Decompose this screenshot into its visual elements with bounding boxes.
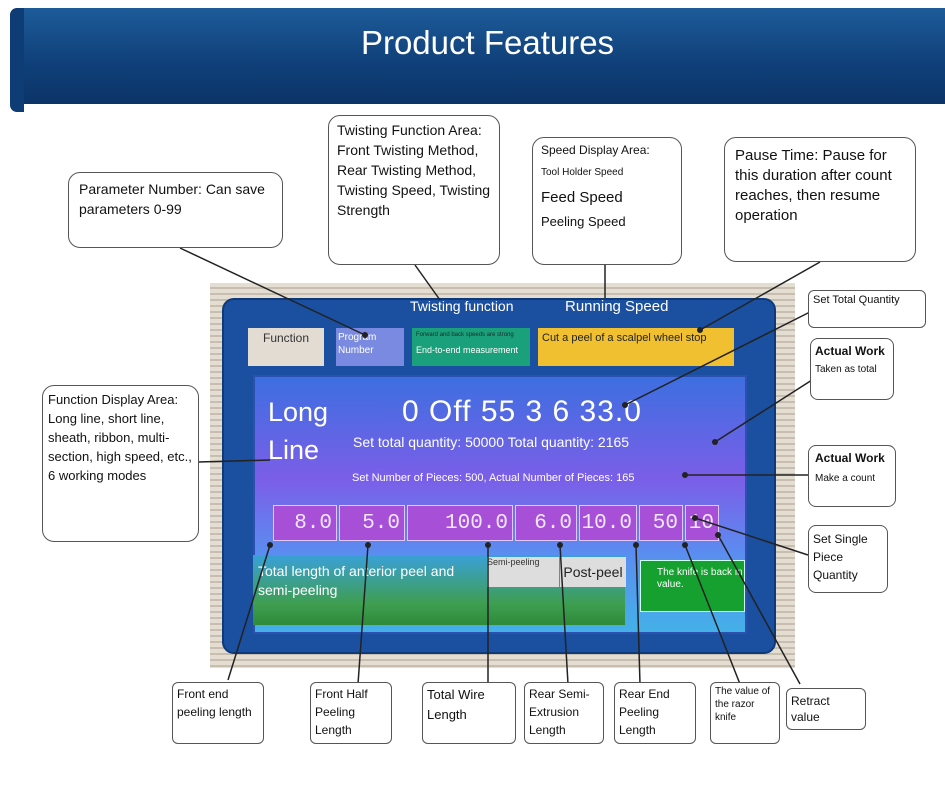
- status-readout: 0 Off 55 3 6 33.0: [402, 395, 642, 428]
- leader-twisting: [414, 264, 441, 301]
- callout-set-single-piece: Set Single Piece Quantity: [808, 525, 888, 593]
- speed-peeling: Peeling Speed: [541, 214, 626, 229]
- callout-parameter-number: Parameter Number: Can save parameters 0-…: [68, 172, 283, 248]
- leader-rear-end: [635, 544, 641, 685]
- function-button[interactable]: Function: [248, 328, 324, 366]
- value-front-half[interactable]: 5.0: [339, 505, 405, 541]
- bottom-caption: Total length of anterior peel and semi-p…: [258, 563, 455, 598]
- speed-feed: Feed Speed: [541, 189, 623, 206]
- leader-parameter: [179, 247, 366, 336]
- mode-line-2: Line: [268, 435, 320, 465]
- banner-tab: [10, 8, 24, 112]
- arrow-set-total: [622, 402, 628, 408]
- value-razor[interactable]: 50: [639, 505, 683, 541]
- mode-line-1: Long: [268, 397, 329, 427]
- post-peel-button[interactable]: Post-peel: [560, 557, 626, 587]
- leader-single: [694, 517, 809, 556]
- arrow-front-half: [365, 542, 371, 548]
- arrow-rear-semi: [557, 542, 563, 548]
- title-banner: [10, 8, 945, 104]
- quantity-readout: Set total quantity: 50000 Total quantity…: [353, 434, 630, 450]
- callout-rear-end: Rear End Peeling Length: [614, 682, 696, 744]
- twist-line-2: End-to-end measurement: [416, 345, 519, 355]
- arrow-actual-2: [682, 472, 688, 478]
- callout-twisting-function: Twisting Function Area: Front Twisting M…: [328, 115, 500, 265]
- callout-speed-display: Speed Display Area: Tool Holder Speed Fe…: [532, 137, 682, 265]
- semi-peeling-button[interactable]: Semi-peeling: [487, 557, 559, 587]
- value-front-end[interactable]: 8.0: [273, 505, 337, 541]
- program-number-button[interactable]: Program Number: [336, 328, 404, 366]
- arrow-front-end: [267, 542, 273, 548]
- running-speed-button[interactable]: Cut a peel of a scalpel wheel stop: [538, 328, 734, 366]
- callout-actual-work-2: Actual Work Make a count: [808, 445, 896, 507]
- actual-work-1-title: Actual Work: [815, 344, 885, 358]
- callout-function-display: Function Display Area: Long line, short …: [42, 385, 199, 542]
- speed-tool-holder: Tool Holder Speed: [541, 167, 624, 178]
- leader-retract: [717, 534, 801, 685]
- arrow-single: [692, 515, 698, 521]
- callout-actual-work-1: Actual Work Taken as total: [810, 338, 894, 400]
- leader-set-total: [624, 311, 811, 406]
- knife-back-button[interactable]: The knife is back in value.: [640, 560, 745, 612]
- value-rear-semi[interactable]: 6.0: [515, 505, 577, 541]
- value-total-wire[interactable]: 100.0: [407, 505, 513, 541]
- leader-front-end: [227, 544, 271, 681]
- leader-function-display: [197, 459, 271, 463]
- callout-front-half: Front Half Peeling Length: [310, 682, 392, 744]
- callout-rear-semi: Rear Semi-Extrusion Length: [524, 682, 604, 744]
- leader-actual-1: [714, 379, 813, 443]
- callout-front-end: Front end peeling length: [172, 682, 264, 744]
- callout-pause-time: Pause Time: Pause for this duration afte…: [724, 137, 916, 262]
- arrow-razor: [682, 542, 688, 548]
- value-rear-end[interactable]: 10.0: [579, 505, 637, 541]
- arrow-total-wire: [485, 542, 491, 548]
- arrow-actual-1: [712, 439, 718, 445]
- leader-razor: [684, 544, 741, 685]
- value-retract[interactable]: 10: [685, 505, 719, 541]
- running-speed-header: Running Speed: [565, 298, 669, 315]
- speed-display-title: Speed Display Area:: [541, 143, 650, 157]
- actual-work-2-title: Actual Work: [815, 451, 885, 465]
- callout-razor-value: The value of the razor knife: [710, 682, 780, 744]
- pieces-readout: Set Number of Pieces: 500, Actual Number…: [352, 472, 635, 484]
- arrow-parameter: [362, 332, 368, 338]
- arrow-rear-end: [633, 542, 639, 548]
- leader-front-half: [357, 544, 369, 685]
- leader-pause: [699, 261, 821, 331]
- arrow-retract: [715, 532, 721, 538]
- leader-rear-semi: [559, 544, 569, 685]
- actual-work-1-sub: Taken as total: [815, 364, 877, 375]
- twisting-function-button[interactable]: Forward and back speeds are strong End-t…: [412, 328, 530, 366]
- callout-total-wire: Total Wire Length: [422, 682, 516, 744]
- callout-set-total-quantity: Set Total Quantity: [808, 290, 926, 328]
- callout-retract: Retract value: [786, 688, 866, 730]
- page-title: Product Features: [360, 24, 615, 61]
- actual-work-2-sub: Make a count: [815, 473, 876, 484]
- twist-line-1: Forward and back speeds are strong: [416, 332, 514, 338]
- arrow-pause: [697, 327, 703, 333]
- twisting-function-header: Twisting function: [410, 298, 514, 314]
